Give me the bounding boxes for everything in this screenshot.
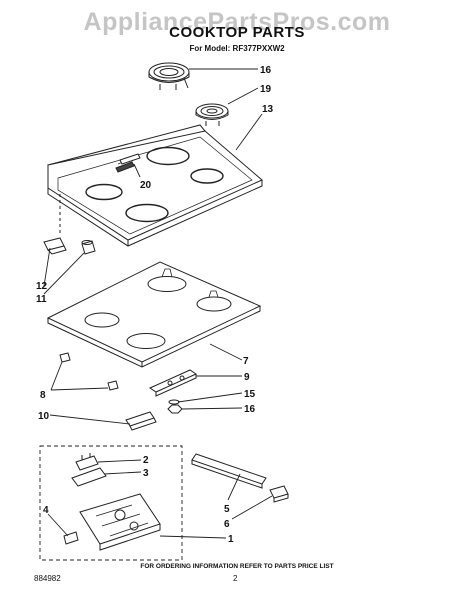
ordering-note: FOR ORDERING INFORMATION REFER TO PARTS … bbox=[140, 563, 334, 570]
hinge-bracket[interactable] bbox=[43, 237, 67, 255]
mounting-plate[interactable] bbox=[71, 467, 107, 487]
spacer[interactable] bbox=[81, 240, 96, 255]
end-block[interactable] bbox=[269, 485, 289, 503]
callout-labels: 16 19 13 20 12 11 7 8 9 15 16 10 2 3 4 5… bbox=[36, 65, 274, 545]
main-cooktop-top[interactable] bbox=[47, 124, 263, 247]
callout-6: 6 bbox=[224, 519, 230, 530]
page-number: 2 bbox=[233, 574, 238, 583]
callout-7: 7 bbox=[243, 356, 249, 367]
burner-box-liner[interactable] bbox=[46, 261, 262, 368]
element-receptacle-bracket[interactable] bbox=[148, 369, 198, 397]
callout-16a: 16 bbox=[260, 65, 272, 76]
terminal-block[interactable] bbox=[125, 411, 157, 431]
callout-19: 19 bbox=[260, 84, 272, 95]
document-number: 884982 bbox=[34, 574, 61, 583]
callout-2: 2 bbox=[143, 455, 149, 466]
control-bracket-assembly[interactable] bbox=[79, 493, 161, 551]
callout-4: 4 bbox=[43, 505, 49, 516]
callout-13: 13 bbox=[262, 104, 274, 115]
callout-10: 10 bbox=[38, 411, 50, 422]
callout-15: 15 bbox=[244, 389, 256, 400]
callout-20: 20 bbox=[140, 180, 152, 191]
support-strip[interactable] bbox=[191, 453, 267, 489]
callout-9: 9 bbox=[244, 372, 250, 383]
infinite-switch[interactable] bbox=[75, 453, 99, 471]
control-clip[interactable] bbox=[119, 153, 141, 165]
callout-1: 1 bbox=[228, 534, 234, 545]
callout-3: 3 bbox=[143, 468, 149, 479]
callout-5: 5 bbox=[224, 504, 230, 515]
callout-12: 12 bbox=[36, 281, 48, 292]
small-surface-element[interactable] bbox=[195, 103, 229, 126]
callout-11: 11 bbox=[36, 294, 47, 305]
callout-8: 8 bbox=[40, 390, 46, 401]
model-line: For Model: RF377PXXW2 bbox=[189, 44, 285, 53]
washer[interactable] bbox=[168, 399, 180, 405]
large-surface-element[interactable] bbox=[148, 62, 190, 90]
leader-lines bbox=[43, 68, 273, 539]
nut[interactable] bbox=[167, 404, 183, 414]
page-title: COOKTOP PARTS bbox=[169, 24, 305, 41]
callout-16b: 16 bbox=[244, 404, 256, 415]
watermark: AppliancePartsPros.com bbox=[83, 8, 391, 36]
retainer-clip[interactable] bbox=[59, 352, 119, 391]
